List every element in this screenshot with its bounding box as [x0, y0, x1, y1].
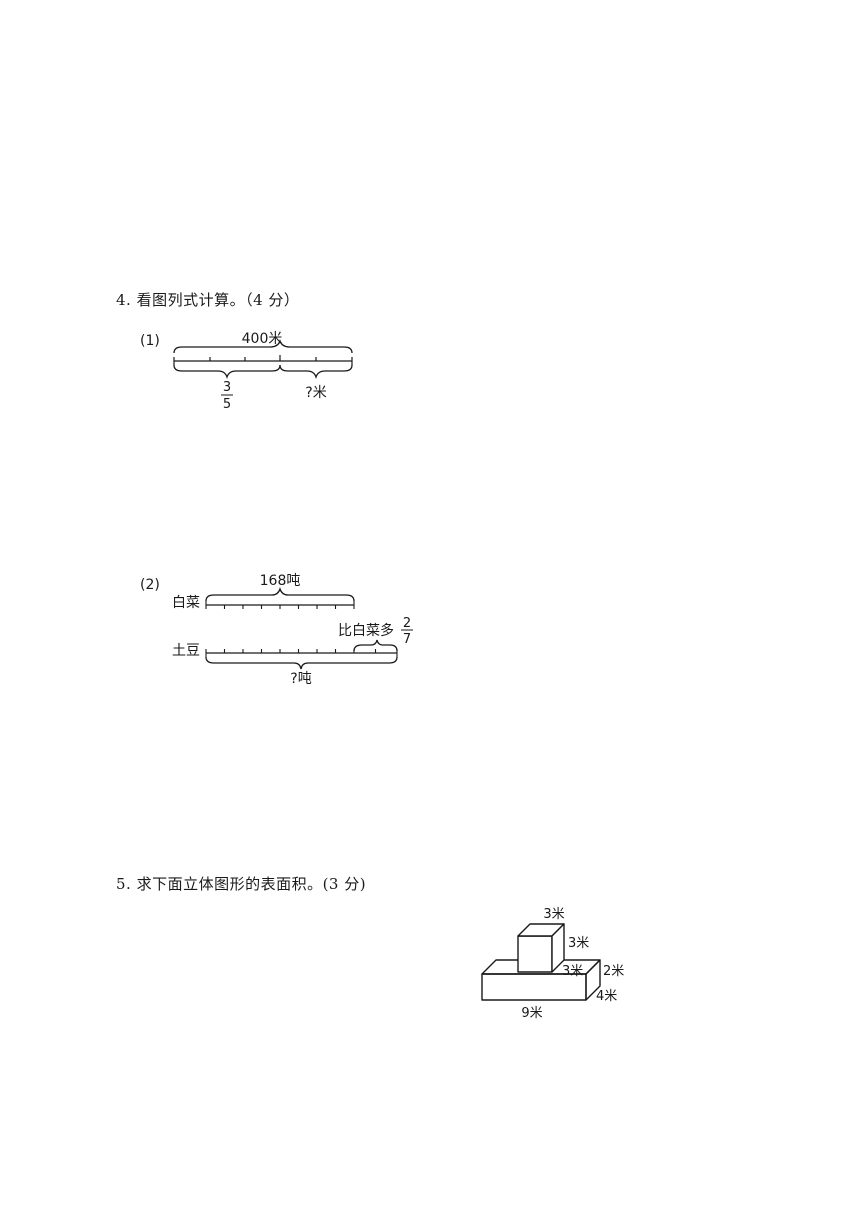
potato-bottom-brace [205, 656, 398, 670]
fraction-numerator: 3 [223, 380, 231, 395]
cabbage-total-label: 168吨 [260, 573, 301, 589]
unknown-weight-label: ?吨 [290, 671, 311, 687]
more-fraction-denominator: 7 [403, 632, 411, 647]
cabbage-ticks [205, 601, 355, 609]
base-length-label: 9米 [521, 1006, 542, 1021]
diagram-4-2: (2) 白菜 168吨 比白菜多 2 7 土豆 ?吨 [140, 573, 413, 687]
more-than-cabbage-label: 比白菜多 [338, 622, 394, 639]
cube-depth-label: 3米 [562, 964, 583, 979]
bottom-brace-left [173, 364, 281, 380]
cabbage-top-brace [205, 586, 355, 602]
part-1-label: (1) [140, 333, 160, 349]
fraction-denominator: 5 [223, 397, 231, 412]
cabbage-label: 白菜 [172, 595, 200, 611]
question-4-title: 4. 看图列式计算。（4 分） [116, 291, 300, 309]
total-length-label: 400米 [242, 331, 283, 347]
top-brace [173, 338, 353, 354]
part-2-label: (2) [140, 577, 160, 593]
base-side-face [585, 959, 601, 1001]
potato-label: 土豆 [172, 643, 200, 659]
more-fraction-numerator: 2 [403, 616, 411, 631]
segment-ticks [173, 355, 353, 365]
cube-top-length-label: 3米 [543, 907, 564, 922]
potato-ticks [205, 649, 398, 657]
bottom-brace-right [279, 364, 353, 380]
diagram-4-1: (1) 400米 3 5 ?米 [140, 331, 353, 412]
question-5-title: 5. 求下面立体图形的表面积。(3 分) [116, 875, 367, 893]
cube-height-label: 3米 [568, 936, 589, 951]
extra-top-brace [353, 639, 398, 652]
cube-side-face [551, 923, 565, 973]
solid-figure: 3米 3米 3米 2米 4米 9米 [481, 907, 624, 1021]
base-height-label: 2米 [603, 964, 624, 979]
base-depth-label: 4米 [596, 989, 617, 1004]
unknown-length-label: ?米 [305, 385, 326, 401]
cube-front-face [517, 935, 553, 973]
